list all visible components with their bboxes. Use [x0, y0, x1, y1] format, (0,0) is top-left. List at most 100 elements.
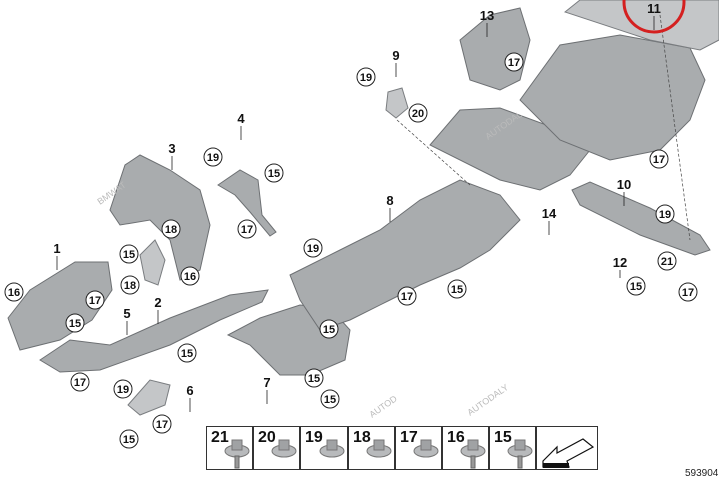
part-label-2: 2	[154, 295, 161, 310]
nut-icon	[366, 439, 392, 458]
callout-circle	[152, 414, 172, 434]
callout-17: 17	[504, 52, 524, 72]
callout-16: 16	[180, 266, 200, 286]
callout-number: 15	[630, 281, 642, 293]
callout-17: 17	[237, 219, 257, 239]
legend-item-21: 21	[206, 426, 253, 470]
legend-number: 21	[211, 429, 229, 446]
part-label-8: 8	[386, 193, 393, 208]
diagram-number: 593904	[685, 468, 719, 479]
flange-nut-icon	[271, 439, 297, 458]
callout-circle	[303, 238, 323, 258]
clip-nut-icon	[319, 439, 345, 458]
callout-circle	[65, 313, 85, 333]
callout-number: 17	[156, 419, 168, 431]
callout-number: 15	[123, 249, 135, 261]
legend-number: 16	[447, 429, 465, 446]
part-2-bracket	[139, 239, 166, 286]
callout-number: 17	[89, 295, 101, 307]
callout-19: 19	[203, 147, 223, 167]
reference-line	[659, 14, 691, 241]
callout-15: 15	[119, 244, 139, 264]
callout-number: 19	[117, 384, 129, 396]
callout-number: 17	[74, 377, 86, 389]
callout-number: 20	[412, 108, 424, 120]
part-6-bracket	[127, 379, 171, 416]
callout-15: 15	[119, 429, 139, 449]
part-label-13: 13	[480, 8, 494, 23]
callout-number: 19	[659, 209, 671, 221]
callout-number: 15	[451, 284, 463, 296]
callout-15: 15	[319, 319, 339, 339]
callout-number: 18	[165, 224, 177, 236]
callout-circle	[626, 276, 646, 296]
callout-number: 18	[124, 280, 136, 292]
callout-19: 19	[303, 238, 323, 258]
legend-number: 15	[494, 429, 512, 446]
callout-15: 15	[177, 343, 197, 363]
part-label-9: 9	[392, 48, 399, 63]
part-label-11: 11	[647, 1, 661, 16]
callout-15: 15	[447, 279, 467, 299]
callout-number: 15	[308, 373, 320, 385]
callout-18: 18	[161, 219, 181, 239]
part-label-12: 12	[613, 255, 627, 270]
callout-number: 15	[268, 168, 280, 180]
watermark: AUTODALY	[465, 382, 510, 418]
legend-number: 19	[305, 429, 323, 446]
callout-20: 20	[408, 103, 428, 123]
washer-nut-icon	[413, 439, 439, 458]
callout-circle	[70, 372, 90, 392]
callout-number: 19	[360, 72, 372, 84]
part-5-shield	[39, 289, 269, 373]
callout-number: 15	[123, 434, 135, 446]
callout-number: 17	[653, 154, 665, 166]
callout-circle	[319, 319, 339, 339]
part-label-5: 5	[123, 306, 130, 321]
callout-17: 17	[85, 290, 105, 310]
callout-circle	[504, 52, 524, 72]
callout-19: 19	[113, 379, 133, 399]
callout-17: 17	[152, 414, 172, 434]
callout-number: 16	[8, 287, 20, 299]
callout-circle	[203, 147, 223, 167]
callout-circle	[304, 368, 324, 388]
part-4-bracket	[217, 169, 277, 237]
part-label-4: 4	[237, 111, 245, 126]
callout-number: 15	[324, 394, 336, 406]
callout-number: 17	[508, 57, 520, 69]
screw-icon	[507, 439, 533, 469]
callout-number: 17	[682, 287, 694, 299]
callout-19: 19	[655, 204, 675, 224]
screw-icon	[224, 439, 250, 469]
part-label-6: 6	[186, 383, 193, 398]
legend-number: 20	[258, 429, 276, 446]
legend-number: 18	[353, 429, 371, 446]
callout-18: 18	[120, 275, 140, 295]
callout-number: 15	[323, 324, 335, 336]
callout-19: 19	[356, 67, 376, 87]
part-label-7: 7	[263, 375, 270, 390]
callout-circle	[655, 204, 675, 224]
callout-17: 17	[678, 282, 698, 302]
callout-17: 17	[70, 372, 90, 392]
highlight-circle	[622, 0, 686, 34]
callout-21: 21	[657, 251, 677, 271]
callout-number: 15	[69, 318, 81, 330]
part-label-10: 10	[617, 177, 631, 192]
callout-15: 15	[304, 368, 324, 388]
reference-line	[396, 119, 471, 186]
callout-circle	[120, 275, 140, 295]
legend-arrow-cell	[536, 426, 598, 470]
legend-number: 17	[400, 429, 418, 446]
callout-circle	[678, 282, 698, 302]
part-1-shield	[7, 261, 113, 351]
part-9-bracket	[385, 87, 409, 119]
callout-circle	[320, 389, 340, 409]
callout-circle	[237, 219, 257, 239]
callout-17: 17	[397, 286, 417, 306]
callout-number: 21	[661, 256, 673, 268]
callout-17: 17	[649, 149, 669, 169]
part-label-1: 1	[53, 241, 60, 256]
